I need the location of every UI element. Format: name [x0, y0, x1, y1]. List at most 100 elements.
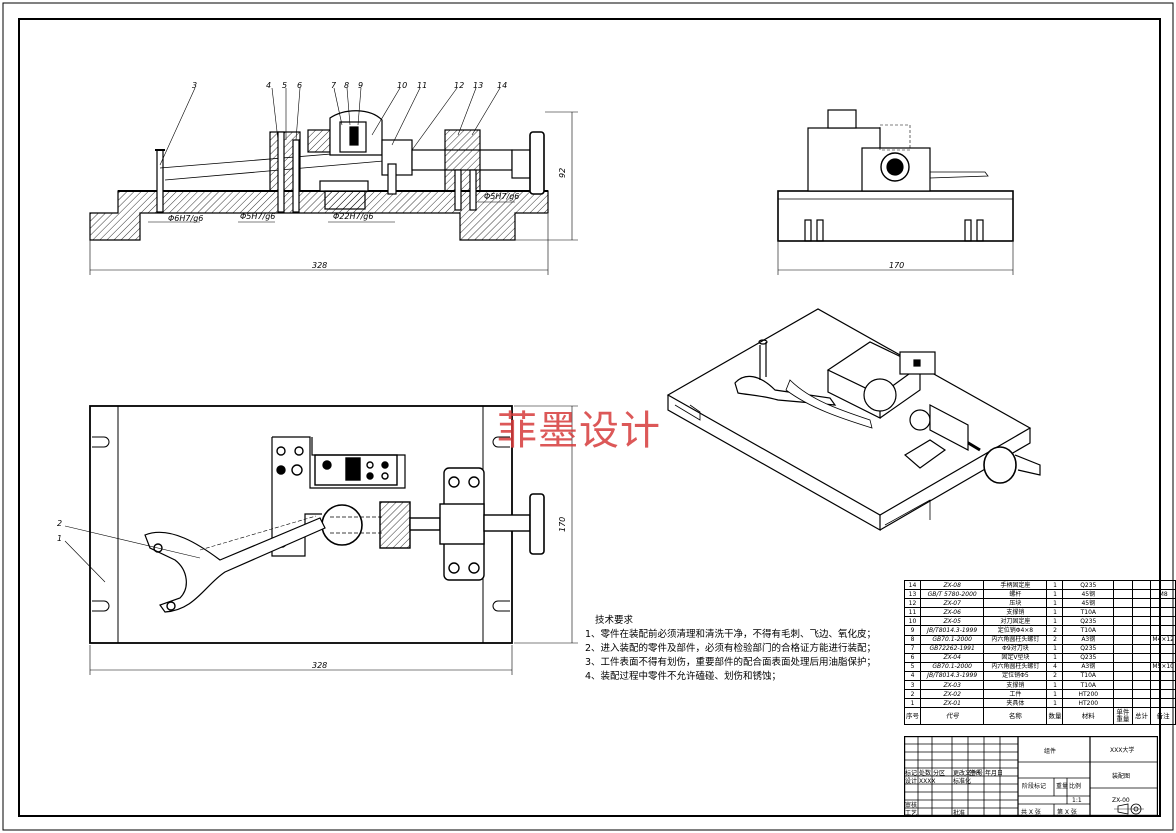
bom-cell	[1131, 579, 1152, 591]
bom-cell	[1150, 698, 1176, 709]
bom-cell: ZX-03	[919, 680, 985, 691]
bom-cell: JB/T8014.3-1999	[919, 670, 985, 682]
balloon-8: 8	[344, 81, 349, 90]
bom-cell: 45钢	[1062, 598, 1115, 609]
bom-cell: ZX-08	[919, 579, 985, 591]
bom-cell	[1131, 652, 1152, 663]
bom-cell: T10A	[1062, 625, 1115, 636]
bom-cell: 定位销Φ5	[983, 670, 1048, 682]
tb-label-change-doc: 更改文件号	[953, 769, 983, 777]
bom-cell: Q235	[1062, 579, 1115, 591]
top-view	[64, 405, 578, 675]
balloon-6: 6	[297, 81, 302, 90]
bom-cell	[1113, 670, 1133, 682]
tech-requirement-item: 3、工件表面不得有划伤，重要部件的配合面表面处理后用油脂保护；	[585, 657, 877, 668]
balloon-13: 13	[473, 81, 483, 90]
bom-header-label: 备注	[1156, 711, 1170, 720]
bom-cell	[1131, 589, 1152, 600]
dimension-width: 328	[312, 261, 327, 270]
bom-cell	[1131, 680, 1152, 691]
bom-cell: 支撑销	[983, 680, 1048, 691]
tb-label-standardize: 标准化	[953, 777, 971, 785]
bom-cell	[1131, 689, 1152, 700]
bom-cell: 8	[904, 634, 921, 645]
bom-cell: 2	[1046, 634, 1064, 645]
top-height-dimension: 170	[558, 517, 567, 532]
bom-cell	[1131, 616, 1152, 627]
tb-sheets: 共 X 张	[1021, 808, 1041, 816]
tb-label-weight: 重量	[1056, 782, 1068, 790]
projection-symbol-icon	[1114, 803, 1144, 815]
bom-cell: Φ9对刀块	[983, 643, 1048, 654]
front-view	[89, 87, 578, 275]
bom-cell: 支撑销	[983, 607, 1048, 618]
front-view-labels: 3 4 5 6 7 8 9 10 11 12 13 14 Φ6H7/g6 Φ5H…	[168, 81, 567, 270]
tb-university: XXX大学	[1110, 746, 1134, 754]
tb-label-stage: 阶段标记	[1022, 782, 1046, 790]
bom-cell: M5×10	[1150, 661, 1176, 672]
bom-cell: GB70.1-2000	[919, 634, 985, 645]
bom-cell	[1131, 661, 1152, 672]
bom-header-label: 序号	[906, 711, 919, 720]
side-view	[777, 109, 1014, 275]
bom-cell: 3	[904, 680, 921, 691]
bom-cell	[1113, 598, 1133, 609]
bom-cell	[1113, 680, 1133, 691]
fit-label: Φ5H7/g6	[240, 212, 275, 221]
bom-cell	[1113, 589, 1133, 600]
tb-label-process: 工艺	[905, 809, 917, 816]
bom-cell: JB/T8014.3-1999	[919, 625, 985, 636]
bom-cell	[1113, 689, 1133, 700]
tech-requirement-item: 2、进入装配的零件及部件，必须有检验部门的合格证方能进行装配；	[585, 643, 877, 654]
technical-requirements: 技术要求 1、零件在装配前必须清理和清洗干净，不得有毛刺、飞边、氧化皮； 2、进…	[585, 614, 905, 684]
fit-label: Φ22H7/g6	[333, 212, 373, 221]
fit-label: Φ5H7/g6	[484, 192, 519, 201]
bom-cell: A3钢	[1062, 661, 1115, 672]
tb-drawing-no: ZX-00	[1112, 797, 1130, 804]
balloon-14: 14	[497, 81, 507, 90]
tb-label-review: 审核	[905, 801, 917, 809]
balloon-11: 11	[417, 81, 427, 90]
bom-header-cell: 序号	[904, 707, 921, 726]
watermark: 菲墨设计	[497, 408, 661, 454]
bom-cell	[1113, 616, 1133, 627]
bom-cell: 手柄固定座	[983, 579, 1048, 591]
bom-cell: 内六角圆柱头螺钉	[983, 661, 1048, 672]
bom-cell	[1113, 625, 1133, 636]
tech-requirements-title: 技术要求	[595, 615, 634, 626]
bom-header-cell: 数量	[1046, 707, 1064, 726]
bom-cell: 工件	[983, 689, 1048, 700]
bom-cell	[1131, 643, 1152, 654]
bom-cell: ZX-04	[919, 652, 985, 663]
bom-header-cell: 总计	[1131, 707, 1152, 726]
tb-sheet: 第 X 张	[1057, 808, 1077, 816]
bom-cell: GB70.1-2000	[919, 661, 985, 672]
bom-cell: 1	[1046, 589, 1064, 600]
bom-header-label: 代号	[945, 711, 959, 720]
bom-cell	[1150, 598, 1176, 609]
balloon-7: 7	[331, 81, 337, 90]
bom-cell	[1113, 643, 1133, 654]
bom-cell: GB72262-1991	[919, 643, 985, 654]
bom-cell: 13	[904, 589, 921, 600]
bom-cell: 1	[1046, 698, 1064, 709]
bom-cell	[1131, 598, 1152, 609]
bom-header-cell: 单件重量	[1113, 707, 1133, 726]
bom-cell: A3钢	[1062, 634, 1115, 645]
bom-header-cell: 代号	[919, 707, 985, 726]
bom-cell: ZX-01	[919, 698, 985, 709]
bom-cell: Q235	[1062, 643, 1115, 654]
dimension-height: 92	[558, 168, 567, 178]
bom-cell: M4×12	[1150, 634, 1176, 645]
bom-cell: 14	[904, 579, 921, 591]
balloon-12: 12	[454, 81, 464, 90]
bom-cell: 夹具体	[983, 698, 1048, 709]
